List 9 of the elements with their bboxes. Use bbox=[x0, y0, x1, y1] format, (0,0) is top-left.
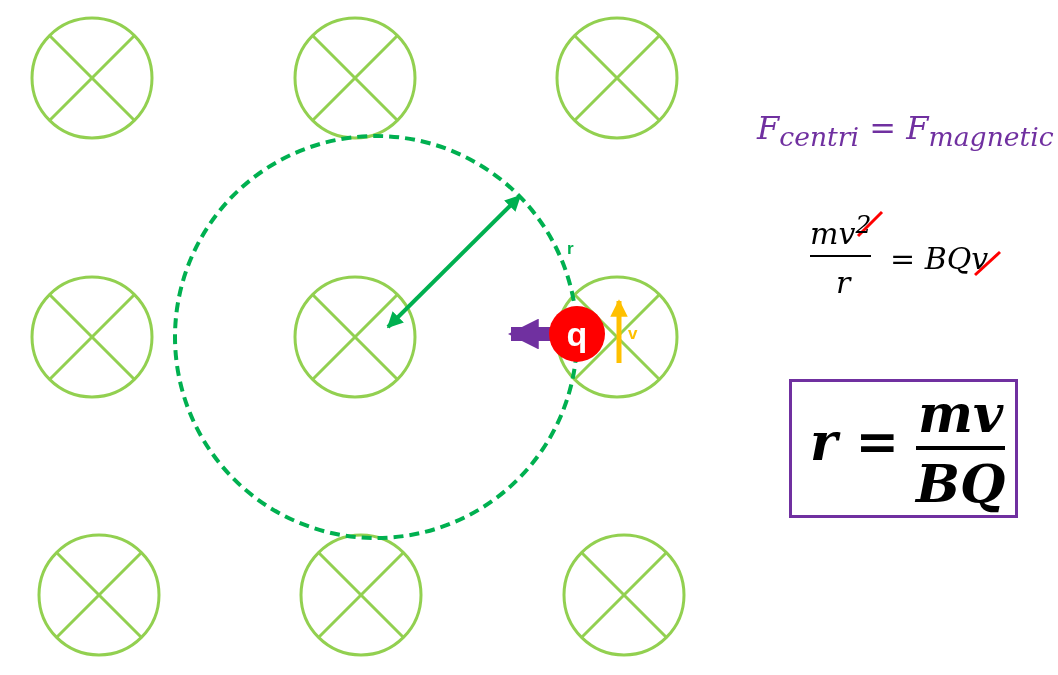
formula-text: r = bbox=[810, 416, 900, 468]
formula-text: = BQv bbox=[890, 244, 989, 274]
radius-label: r bbox=[567, 240, 574, 257]
velocity-label: v bbox=[628, 325, 638, 342]
charge-particle: q bbox=[549, 306, 605, 362]
denominator: r bbox=[836, 268, 851, 298]
numerator: mv bbox=[916, 388, 1006, 450]
formula-text: F$_{centri}$ = F$_{magnetic}$ bbox=[757, 112, 1054, 152]
formula-box bbox=[789, 379, 1018, 518]
